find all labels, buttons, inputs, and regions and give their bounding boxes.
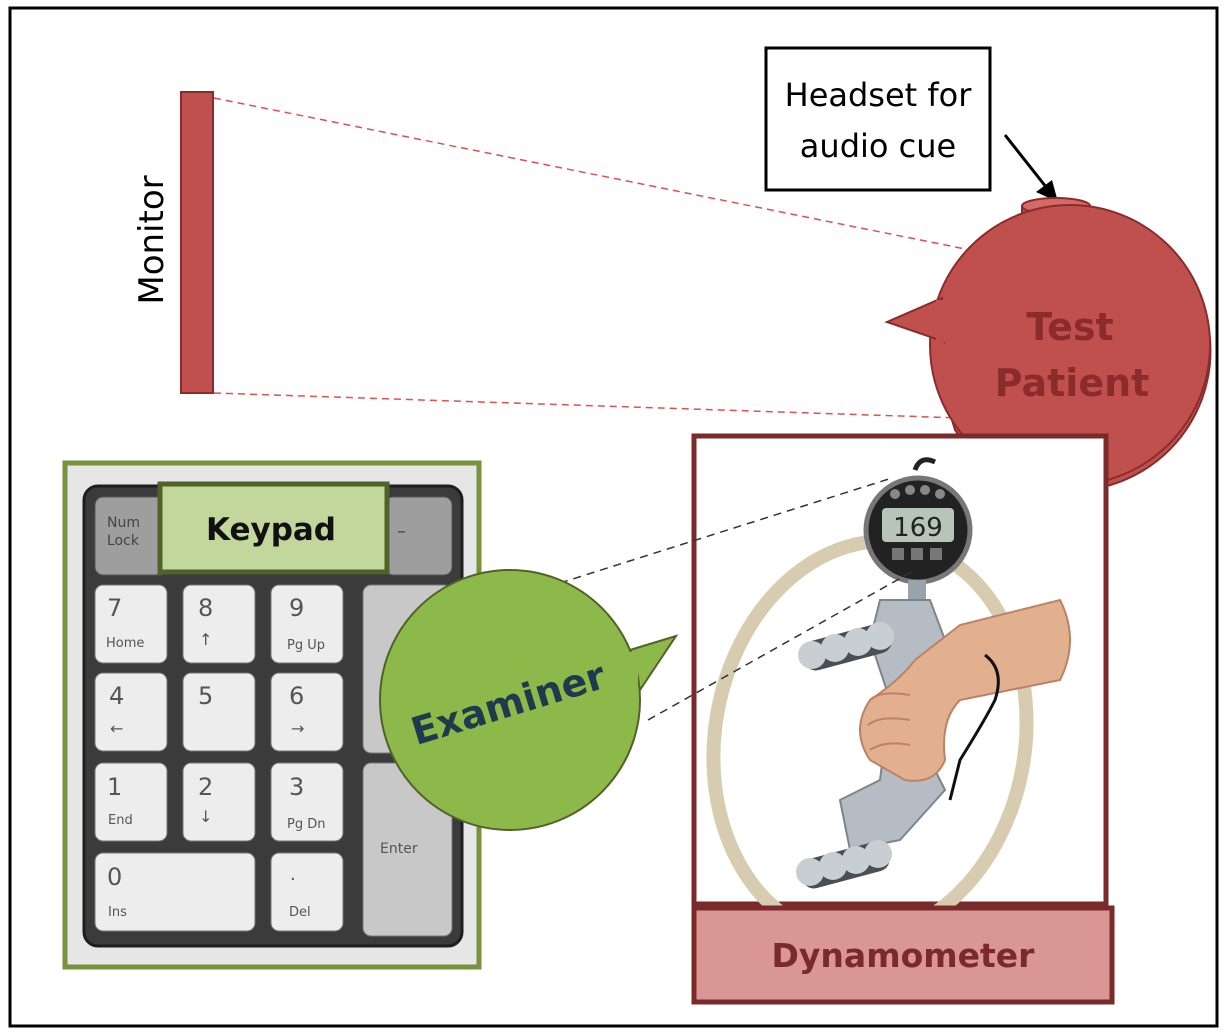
key-6 bbox=[270, 672, 344, 752]
key-dot bbox=[270, 852, 344, 932]
svg-text:2: 2 bbox=[198, 773, 213, 801]
keypad-label-box bbox=[157, 481, 390, 575]
svg-text:Del: Del bbox=[289, 905, 311, 920]
key-7 bbox=[94, 584, 168, 664]
svg-text:↓: ↓ bbox=[199, 807, 212, 826]
svg-text:Pg Dn: Pg Dn bbox=[287, 817, 325, 832]
headset-arrow-head bbox=[1036, 180, 1058, 202]
keypad-label: Keypad bbox=[206, 512, 336, 548]
monitor-label: Monitor bbox=[132, 175, 172, 304]
svg-text:←: ← bbox=[110, 719, 123, 738]
svg-text:6: 6 bbox=[289, 682, 304, 710]
patient-label-line2: Patient bbox=[995, 361, 1150, 405]
key-3 bbox=[270, 762, 344, 842]
key-8 bbox=[182, 584, 256, 664]
headset-arrow-shaft bbox=[1003, 134, 1052, 193]
examiner-sightline-top bbox=[559, 477, 893, 584]
svg-text:–: – bbox=[397, 521, 406, 542]
key-1 bbox=[94, 762, 168, 842]
svg-text:Pg Up: Pg Up bbox=[287, 638, 325, 653]
dynamometer-label-box bbox=[691, 905, 1115, 1005]
svg-text:End: End bbox=[108, 813, 133, 828]
svg-text:3: 3 bbox=[289, 773, 304, 801]
key-minus bbox=[384, 496, 453, 576]
gauge-lcd bbox=[882, 508, 954, 542]
svg-text:8: 8 bbox=[198, 594, 213, 622]
svg-text:Ins: Ins bbox=[108, 905, 127, 920]
svg-text:Enter: Enter bbox=[380, 841, 418, 857]
gauge-reading: 169 bbox=[893, 513, 943, 543]
headset-label-line2: audio cue bbox=[800, 127, 956, 165]
svg-text:7: 7 bbox=[107, 594, 122, 622]
svg-text:5: 5 bbox=[198, 682, 213, 710]
monitor-bar bbox=[180, 91, 214, 394]
svg-text:4: 4 bbox=[109, 682, 124, 710]
svg-text:0: 0 bbox=[107, 863, 122, 891]
svg-text:1: 1 bbox=[107, 773, 122, 801]
wrist-cord bbox=[948, 653, 1000, 801]
patient-label-line1: Test bbox=[1026, 305, 1113, 349]
svg-text:9: 9 bbox=[289, 594, 304, 622]
dynamometer-device: 169 bbox=[706, 457, 1071, 946]
key-0 bbox=[94, 852, 256, 932]
sightline-bottom bbox=[213, 392, 961, 419]
dynamometer-label: Dynamometer bbox=[772, 936, 1036, 975]
headset-callout-box bbox=[764, 46, 992, 192]
examiner-sightline-bottom bbox=[647, 569, 916, 721]
svg-text:Num: Num bbox=[107, 515, 140, 531]
svg-text:↑: ↑ bbox=[199, 630, 212, 649]
svg-text:.: . bbox=[290, 864, 296, 885]
key-4 bbox=[94, 672, 168, 752]
keypad-keys: Num Lock – 7 Home 8 ↑ 9 Pg Up 4 ← 5 6 → … bbox=[94, 496, 453, 937]
svg-text:→: → bbox=[291, 719, 304, 738]
arm-illustration bbox=[859, 598, 1071, 782]
key-5 bbox=[182, 672, 256, 752]
key-9 bbox=[270, 584, 344, 664]
examiner-bubble bbox=[379, 569, 641, 831]
key-2 bbox=[182, 762, 256, 842]
svg-text:Home: Home bbox=[106, 636, 144, 651]
svg-text:Lock: Lock bbox=[107, 533, 140, 549]
headset-label-line1: Headset for bbox=[785, 76, 973, 114]
